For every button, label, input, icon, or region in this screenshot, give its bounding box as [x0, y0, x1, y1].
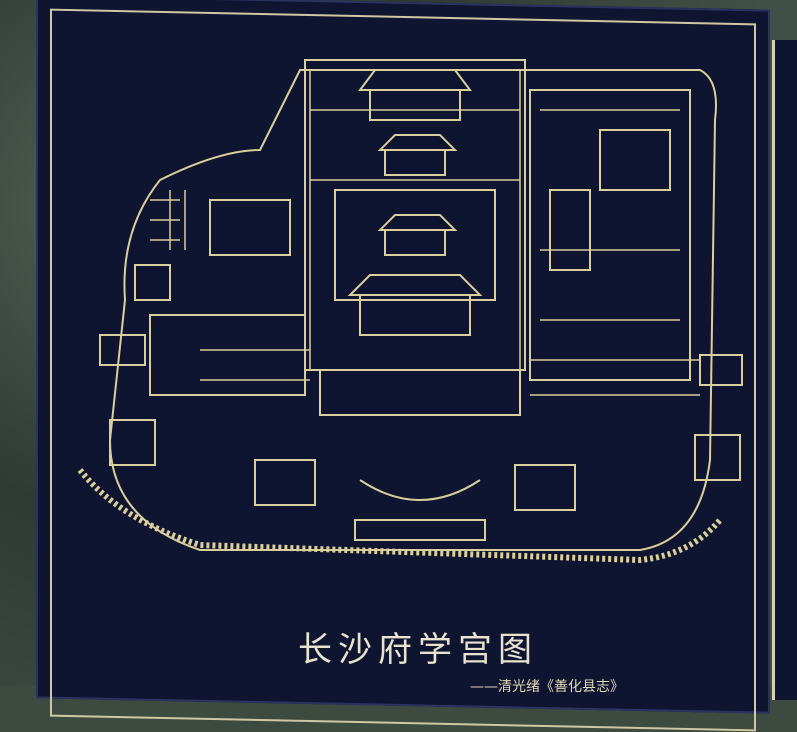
- east-complex: [529, 89, 691, 381]
- school-palace-map: [77, 59, 743, 564]
- adjacent-plaque: [772, 40, 797, 700]
- plaque-subtitle: ——清光绪《善化县志》: [470, 679, 624, 695]
- west-wing: [149, 314, 306, 396]
- boundary-wall: [77, 468, 723, 564]
- pan-pool: [359, 479, 481, 501]
- outer-wall: [108, 69, 717, 551]
- main-hall: [358, 69, 472, 121]
- dacheng-hall: [347, 274, 483, 336]
- plaque-title: 长沙府学宫图: [298, 630, 538, 670]
